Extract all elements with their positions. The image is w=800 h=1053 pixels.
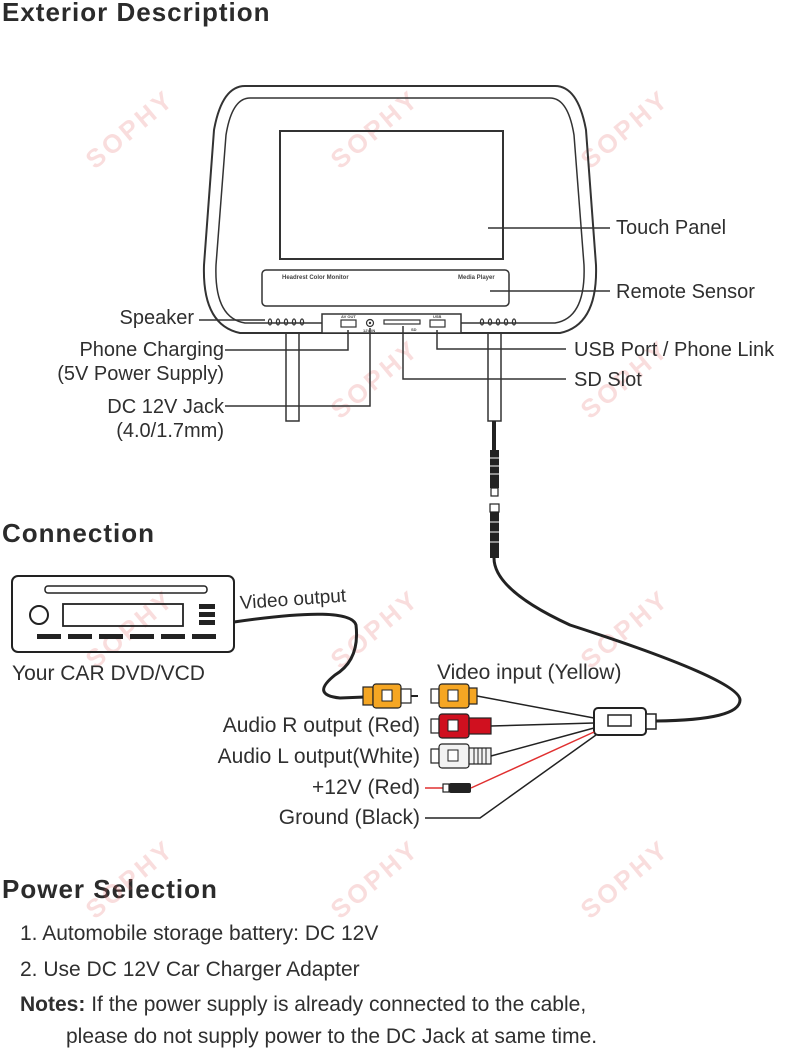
headrest-cable — [489, 421, 742, 723]
connector-female — [490, 512, 499, 558]
power-selection-heading: Power Selection — [2, 874, 218, 904]
power-item-2: 2. Use DC 12V Car Charger Adapter — [20, 958, 360, 981]
exterior-description-heading: Exterior Description — [2, 0, 271, 27]
headrest-post-left — [285, 332, 300, 422]
connection-heading: Connection — [2, 518, 155, 548]
phone-charging-label: Phone Charging — [79, 339, 224, 361]
power-red-wire — [425, 731, 595, 793]
strip-left-label: Headrest Color Monitor — [282, 275, 349, 281]
headrest-post-right — [487, 332, 502, 422]
dc-jack-port — [365, 318, 375, 328]
exterior-leader-lines — [199, 227, 610, 407]
notes-text-1: If the power supply is already connected… — [91, 993, 587, 1016]
car-dvd-label: Your CAR DVD/VCD — [12, 662, 205, 685]
connector-male — [490, 450, 499, 488]
usb-port — [429, 319, 446, 328]
video-output-cable — [233, 612, 366, 700]
watermark: SOPHY — [80, 83, 181, 174]
headrest-monitor — [202, 85, 598, 334]
dc-jack-pin — [368, 321, 372, 325]
ground-label: Ground (Black) — [278, 806, 420, 829]
notes-label: Notes: — [20, 993, 86, 1016]
sd-port-label: SD — [411, 327, 417, 332]
usb-port-label: USB — [433, 314, 442, 319]
sd-slot-label: SD Slot — [574, 369, 642, 391]
audio-l-label: Audio L output(White) — [217, 745, 420, 768]
audio-r-label: Audio R output (Red) — [222, 714, 420, 737]
ground-black-wire — [425, 734, 597, 819]
watermark: SOPHY — [575, 833, 676, 924]
speaker-grill-left — [267, 318, 305, 326]
watermark: SOPHY — [80, 583, 181, 674]
rca-yellow-male-plug — [362, 683, 418, 709]
notes-line-2: please do not supply power to the DC Jac… — [66, 1025, 598, 1048]
watermark: SOPHY — [575, 83, 676, 174]
strip-right-label: Media Player — [458, 275, 495, 281]
plus-12v-label: +12V (Red) — [312, 776, 420, 799]
watermark: SOPHY — [325, 83, 426, 174]
av-out-port — [340, 319, 357, 328]
dc-jack-sublabel: (4.0/1.7mm) — [116, 420, 224, 442]
dc-12v-in-label: 12V IN — [363, 328, 375, 333]
phone-charging-sublabel: (5V Power Supply) — [57, 363, 224, 385]
notes-line-1: Notes: If the power supply is already co… — [20, 989, 586, 1021]
speaker-grill-right — [479, 318, 517, 326]
touch-panel-label: Touch Panel — [616, 217, 727, 239]
usb-port-phone-link-label: USB Port / Phone Link — [574, 339, 775, 361]
rca-yellow-female-plug — [430, 683, 595, 719]
watermark: SOPHY — [325, 833, 426, 924]
video-input-label: Video input (Yellow) — [437, 661, 622, 684]
rca-red-plug — [430, 713, 595, 739]
rca-white-plug — [430, 727, 595, 769]
av-out-label: AV OUT — [341, 314, 356, 319]
dc-jack-label: DC 12V Jack — [107, 396, 224, 418]
speaker-label: Speaker — [119, 307, 195, 329]
watermark: SOPHY — [80, 833, 181, 924]
car-dvd-unit — [11, 575, 235, 653]
remote-sensor-strip — [261, 269, 510, 307]
touch-panel-screen — [279, 130, 504, 260]
sd-card-slot — [383, 319, 421, 325]
harness-junction-box — [593, 707, 657, 736]
power-item-1: 1. Automobile storage battery: DC 12V — [20, 922, 379, 945]
remote-sensor-label: Remote Sensor — [616, 281, 755, 303]
